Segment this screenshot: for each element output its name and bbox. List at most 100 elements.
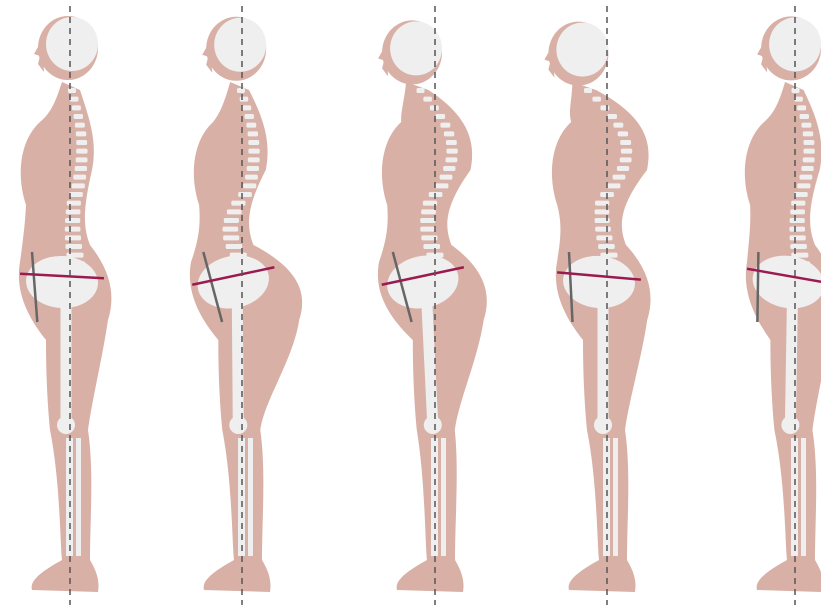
vertebra [76,140,87,145]
vertebra [248,140,259,145]
vertebra [797,105,806,110]
vertebra [791,201,805,206]
vertebra [248,131,258,136]
vertebra [75,166,87,171]
vertebra [76,157,88,162]
vertebra [420,218,435,223]
vertebra [237,88,245,93]
skull [46,17,98,71]
vertebra [440,175,453,180]
vertebra [66,209,81,214]
skull [214,18,266,72]
vertebra [596,235,612,240]
vertebra [245,114,254,119]
vertebra [70,97,78,102]
knee-joint [781,416,799,434]
vertebra [423,97,431,102]
skull [556,23,608,77]
vertebra [72,183,85,188]
vertebra [226,244,243,249]
vertebra [584,88,592,93]
vertebra [421,209,436,214]
vertebra [595,209,610,214]
femur [237,302,238,425]
vertebra [803,131,813,136]
vertebra [423,244,440,249]
sacrum-line [757,252,758,322]
fibula [248,438,253,556]
body-silhouette [190,82,302,592]
vertebra [75,123,85,128]
vertebra [444,131,454,136]
vertebra [227,209,242,214]
vertebra [243,183,256,188]
vertebra [620,140,631,145]
vertebra [73,175,86,180]
vertebra [618,131,628,136]
femur [427,302,433,425]
vertebra [800,114,809,119]
vertebra [68,88,76,93]
vertebra [224,218,239,223]
fibula [613,438,618,556]
vertebra [446,140,457,145]
vertebra [223,235,239,240]
fibula [801,438,806,556]
vertebra [621,149,632,154]
vertebra [440,123,450,128]
vertebra [223,227,239,232]
vertebra [803,157,815,162]
vertebra [74,114,83,119]
vertebra [248,149,259,154]
vertebra [803,149,814,154]
vertebra [613,123,623,128]
fibula [441,438,446,556]
vertebra [801,166,813,171]
figure-3 [378,6,487,605]
vertebra [443,166,455,171]
vertebra [69,192,83,197]
vertebra [417,88,425,93]
vertebra [231,201,245,206]
vertebra [76,149,87,154]
vertebra [790,244,807,249]
vertebra [65,235,81,240]
knee-joint [594,416,612,434]
vertebra [797,183,810,188]
figure-4 [544,6,650,605]
vertebra [248,157,260,162]
vertebra [801,123,811,128]
vertebra [620,157,632,162]
figure-5 [745,6,821,605]
vertebra [790,235,806,240]
vertebra [617,166,629,171]
vertebra [794,192,808,197]
vertebra [65,227,81,232]
vertebra [613,175,626,180]
vertebra [72,105,81,110]
vertebra [446,149,457,154]
vertebra [240,97,248,102]
figure-1 [19,6,112,605]
vertebra [592,97,600,102]
vertebra [247,166,259,171]
vertebra [436,114,445,119]
vertebra [238,192,252,197]
vertebra [607,183,620,188]
vertebra [789,227,805,232]
vertebra [242,105,251,110]
vertebra [600,105,609,110]
knee-joint [424,416,442,434]
vertebra [445,157,457,162]
knee-joint [229,416,247,434]
vertebra [790,218,805,223]
vertebra [800,175,813,180]
vertebra [246,123,256,128]
femur [790,302,792,425]
figure-2 [190,6,302,605]
vertebra [790,209,805,214]
vertebra [245,175,258,180]
vertebra [67,201,81,206]
